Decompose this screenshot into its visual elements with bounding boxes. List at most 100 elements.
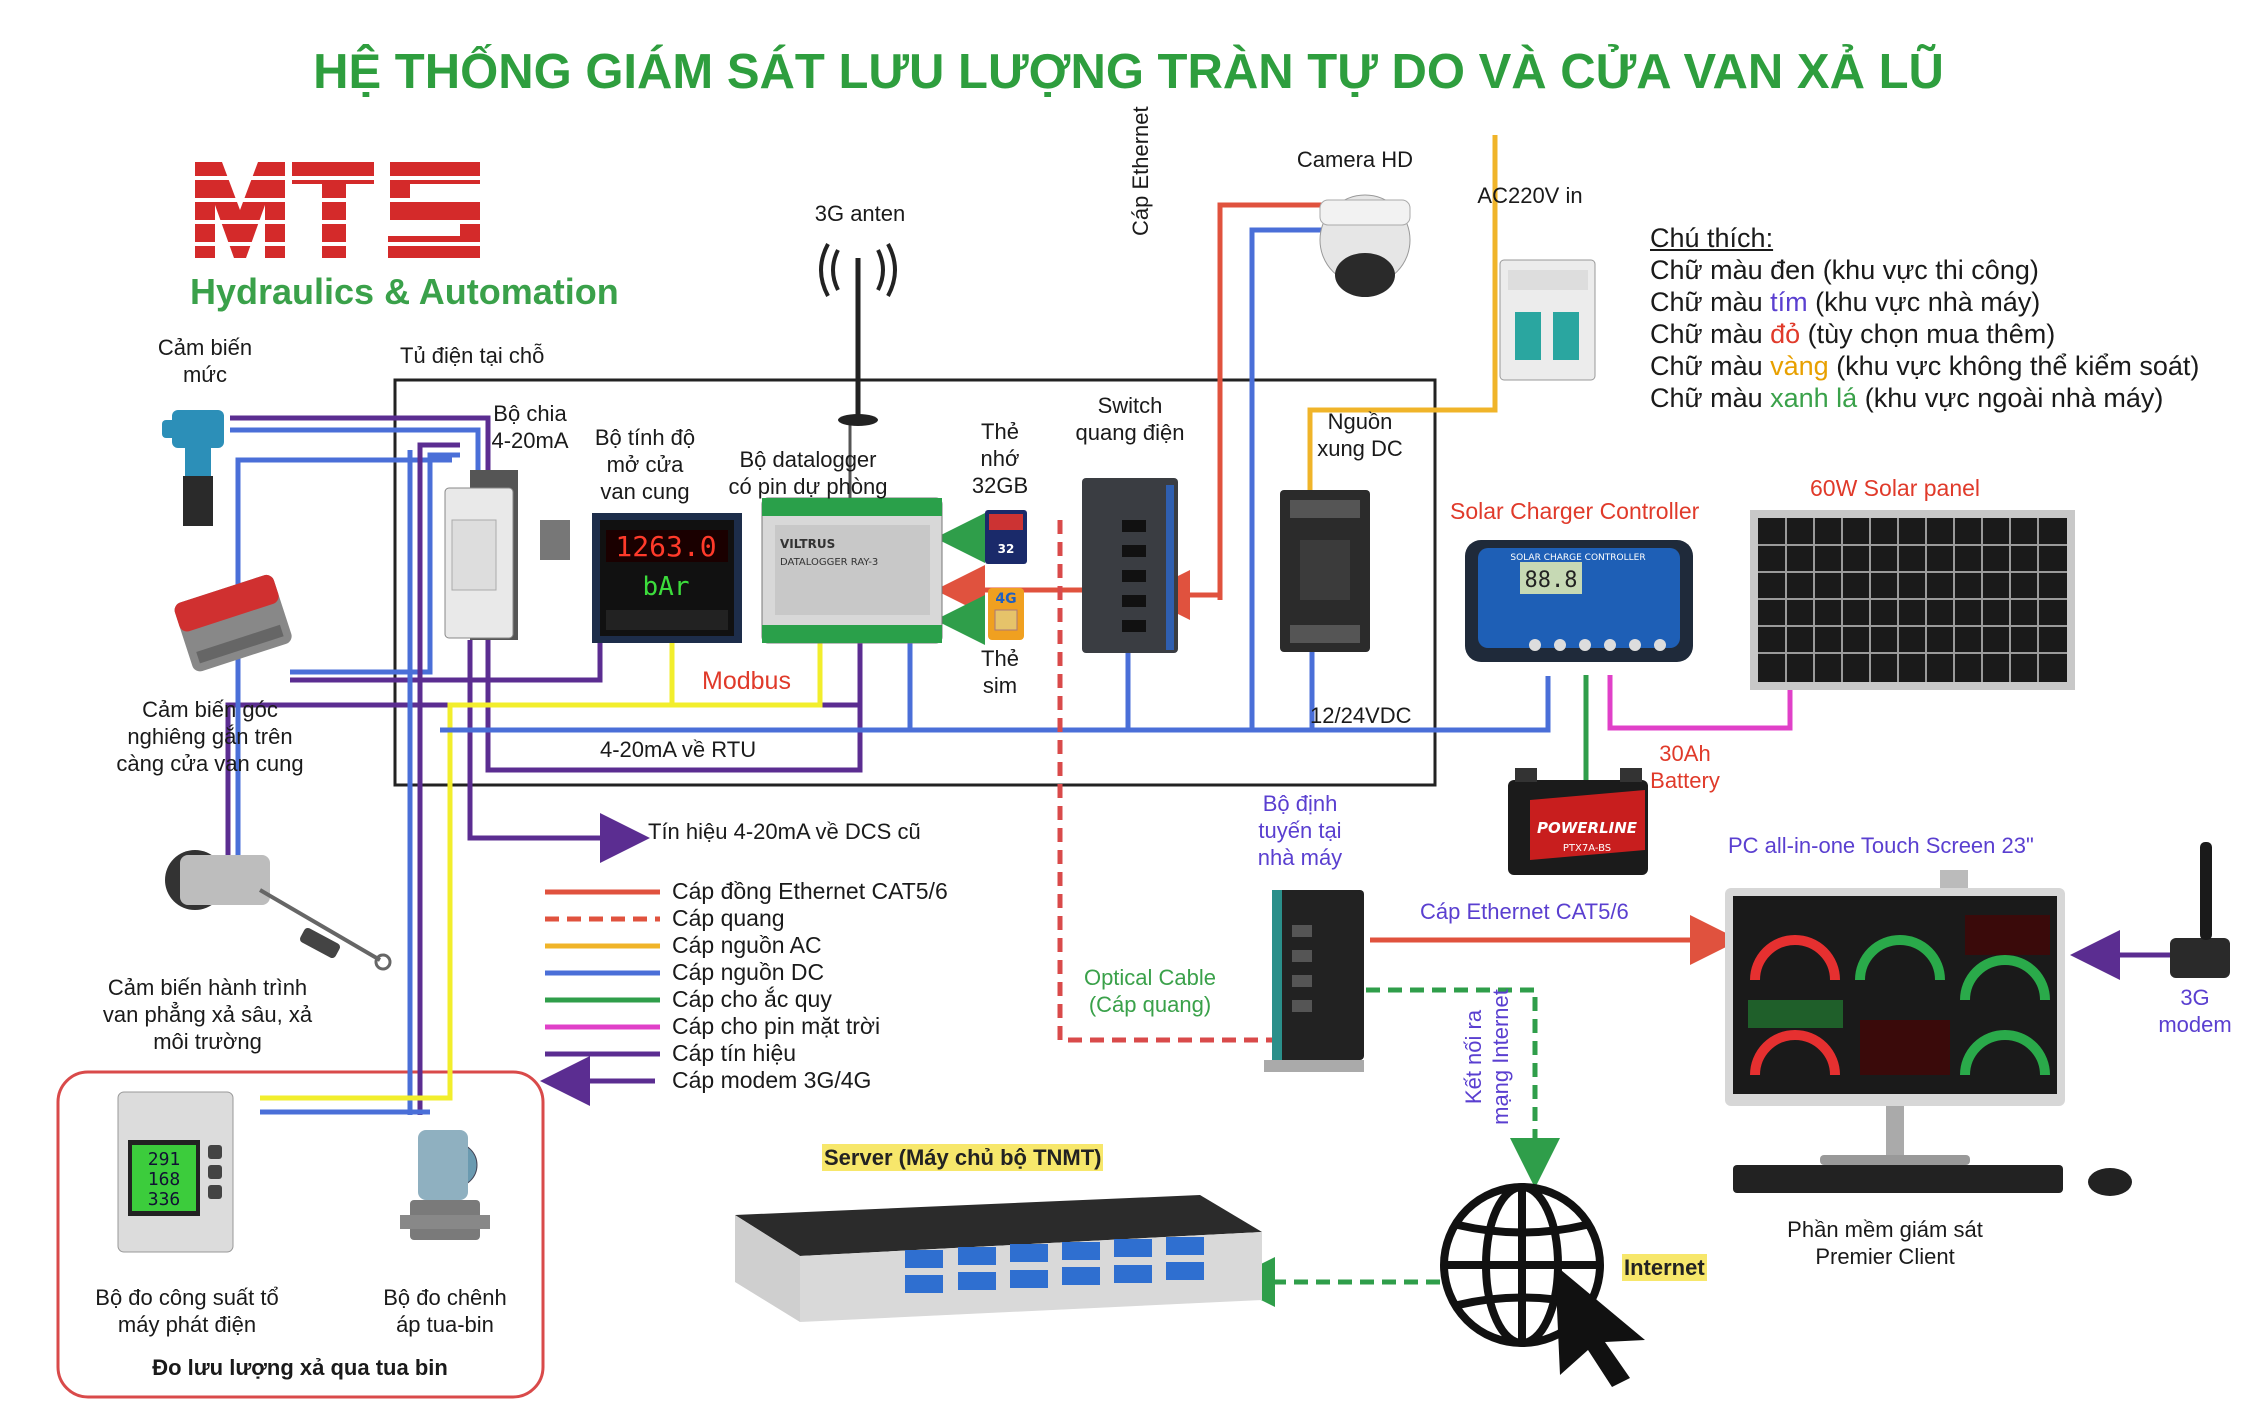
- cabinet-label: Tủ điện tại chỗ: [400, 343, 545, 368]
- note-line: Chữ màu đen (khu vực thi công): [1650, 255, 2039, 285]
- dp-meter-device: [400, 1130, 490, 1240]
- datalogger-device: VILTRUS DATALOGGER RAY-3: [761, 420, 943, 644]
- mts-logo: [190, 160, 485, 260]
- wire-dc-camera: [1249, 227, 1325, 730]
- note-line: Chữ màu xanh lá (khu vực ngoài nhà máy): [1650, 383, 2164, 413]
- wire-left-purple: [417, 442, 460, 1115]
- wire-camera-switch: [1217, 202, 1325, 600]
- wire-meter-yellow: [260, 640, 823, 1101]
- wire-legend-item: Cáp nguồn AC: [672, 932, 822, 958]
- wire-level-splitter-2: [230, 427, 481, 470]
- wire-legend-swatches: [540, 889, 660, 1106]
- switch-device: [1082, 478, 1178, 653]
- wire-legend-item: Cáp modem 3G/4G: [672, 1067, 872, 1093]
- optical-label: Optical Cable(Cáp quang): [1083, 965, 1217, 1017]
- ethernet-cat-label: Cáp Ethernet CAT5/6: [1420, 899, 1629, 924]
- solar-panel-label: 60W Solar panel: [1810, 475, 1981, 501]
- wire-solar: [1607, 675, 1793, 731]
- antenna-device: [819, 243, 897, 426]
- globe-icon: [1440, 1183, 1604, 1347]
- splitter-device: [444, 470, 570, 640]
- cabinet-frame: [393, 378, 1437, 787]
- svg-text:168: 168: [148, 1169, 181, 1190]
- note-line: Chữ màu vàng (khu vực không thể kiểm soá…: [1650, 351, 2200, 381]
- modem-device: [2170, 842, 2230, 978]
- wire-legend-item: Cáp quang: [672, 905, 785, 931]
- wire-stroke-dc: [235, 457, 452, 855]
- wire-internet-link: [1300, 987, 1560, 1188]
- rtu-label: 4-20mA về RTU: [600, 737, 757, 762]
- router-device: [1264, 890, 1364, 1072]
- wire-legend: Cáp đồng Ethernet CAT5/6 Cáp quang Cáp n…: [672, 878, 948, 1094]
- wire-legend-item: Cáp cho ắc quy: [672, 986, 832, 1012]
- internet-label: Internet: [1622, 1254, 1707, 1281]
- dc-out-label: 12/24VDC: [1310, 703, 1412, 728]
- svg-text:SOLAR CHARGE CONTROLLER: SOLAR CHARGE CONTROLLER: [1510, 553, 1645, 563]
- svg-text:bAr: bAr: [643, 572, 690, 602]
- power-supply-device: [1280, 490, 1370, 652]
- wire-dc-bus: [440, 676, 1551, 733]
- wire-optical: [1057, 520, 1275, 1043]
- wire-legend-item: Cáp nguồn DC: [672, 959, 825, 985]
- turbine-box-label: Đo lưu lượng xả qua tua bin: [152, 1355, 448, 1380]
- page-title: HỆ THỐNG GIÁM SÁT LƯU LƯỢNG TRÀN TỰ DO V…: [313, 45, 1944, 99]
- server-device: [735, 1195, 1262, 1322]
- gate-calculator-device: 1263.0 bAr: [592, 513, 742, 643]
- ethernet-cable-label: Cáp Ethernet: [1128, 106, 1153, 236]
- wire-ac: [1307, 135, 1498, 490]
- camera-device: [1319, 194, 1411, 297]
- wire-legend-item: Cáp cho pin mặt trời: [672, 1013, 881, 1039]
- server-label: Server (Máy chủ bộ TNMT): [822, 1144, 1104, 1171]
- ac-in-label: AC220V in: [1477, 183, 1583, 208]
- note-line: Chữ màu tím (khu vực nhà máy): [1650, 287, 2041, 317]
- level-sensor-device: [162, 410, 224, 526]
- color-notes: Chú thích: Chữ màu đen (khu vực thi công…: [1650, 222, 2199, 414]
- solar-panel-device: [1750, 510, 2075, 690]
- wire-tilt-dc: [290, 452, 460, 675]
- breaker-device: [1499, 259, 1596, 381]
- svg-text:DATALOGGER RAY-3: DATALOGGER RAY-3: [780, 557, 878, 568]
- svg-text:PTX7A-BS: PTX7A-BS: [1563, 843, 1611, 854]
- svg-text:1263.0: 1263.0: [615, 530, 716, 563]
- svg-text:32: 32: [998, 542, 1015, 556]
- camera-label: Camera HD: [1296, 147, 1414, 172]
- tilt-sensor-device: [174, 574, 292, 672]
- antenna-label: 3G anten: [814, 201, 906, 226]
- wire-level-splitter: [230, 415, 491, 470]
- wire-tilt-gate: [290, 640, 603, 683]
- power-meter-device: 291 168 336: [117, 1091, 234, 1253]
- memory-card-device: 32: [985, 510, 1027, 564]
- wire-legend-item: Cáp tín hiệu: [672, 1040, 797, 1066]
- stroke-sensor-device: [165, 850, 392, 971]
- solar-controller-device: SOLAR CHARGE CONTROLLER 88.8: [1465, 540, 1693, 662]
- brand-tagline: Hydraulics & Automation: [190, 271, 619, 312]
- note-line: Chữ màu đỏ (tùy chọn mua thêm): [1650, 319, 2056, 349]
- turbine-box: [56, 1070, 545, 1399]
- notes-heading: Chú thích:: [1650, 223, 1774, 253]
- cursor-icon: [1555, 1265, 1645, 1387]
- pc-label: PC all-in-one Touch Screen 23": [1728, 833, 2034, 858]
- modbus-label: Modbus: [702, 667, 791, 695]
- dcs-label: Tín hiệu 4-20mA về DCS cũ: [648, 819, 921, 844]
- pc-device: [1725, 870, 2132, 1196]
- svg-text:291: 291: [148, 1149, 181, 1170]
- battery-device: POWERLINE PTX7A-BS: [1508, 768, 1648, 875]
- svg-text:4G: 4G: [995, 591, 1016, 607]
- sim-card-device: 4G: [988, 588, 1024, 640]
